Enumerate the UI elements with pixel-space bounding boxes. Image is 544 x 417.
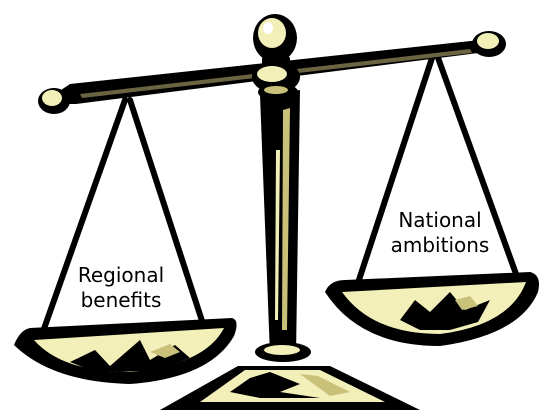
center-column: [260, 90, 300, 355]
left-pan: [14, 318, 237, 384]
right-pan-label: National ambitions: [370, 208, 510, 258]
left-pan-label-line1: Regional: [77, 263, 165, 287]
right-pan-strings: [352, 52, 523, 295]
beam-end-knob-left: [38, 88, 70, 114]
beam-end-knob-right: [472, 31, 506, 57]
left-pan-label: Regional benefits: [50, 263, 192, 313]
column-collar: [252, 61, 300, 101]
left-pan-label-line2: benefits: [80, 288, 162, 312]
top-finial: [253, 14, 297, 68]
right-pan-label-line2: ambitions: [390, 233, 490, 257]
right-pan: [325, 272, 539, 346]
left-pan-strings: [37, 97, 208, 343]
scale-base: [160, 342, 420, 410]
right-pan-label-line1: National: [398, 208, 482, 232]
